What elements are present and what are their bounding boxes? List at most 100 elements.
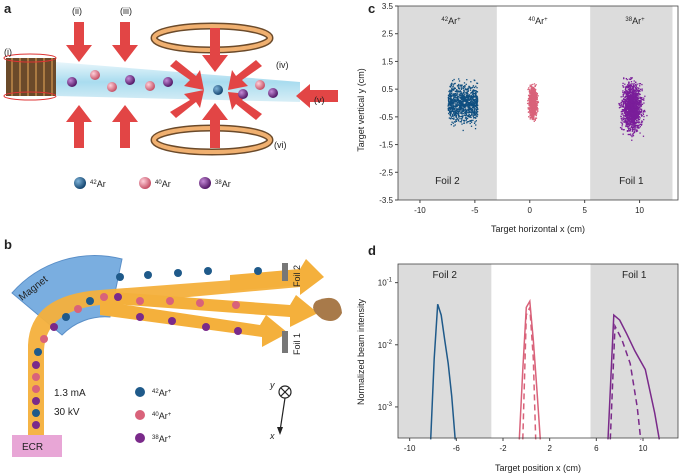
scatter-point <box>467 87 469 90</box>
scatter-point <box>464 88 467 90</box>
scatter-point <box>621 122 623 125</box>
scatter-point <box>448 93 450 96</box>
scatter-point <box>635 116 638 118</box>
scatter-point <box>471 113 473 115</box>
scatter-point <box>533 107 535 109</box>
scatter-point <box>630 99 632 102</box>
scatter-point <box>533 88 535 91</box>
scatter-point <box>634 89 637 91</box>
scatter-point <box>630 116 632 118</box>
scatter-point <box>470 105 472 107</box>
scatter-point <box>633 114 635 116</box>
scatter-point <box>621 119 623 121</box>
scatter-point <box>625 93 628 95</box>
scatter-point <box>464 100 466 102</box>
scatter-point <box>475 115 477 117</box>
scatter-point <box>632 129 634 131</box>
scatter-point <box>626 95 628 97</box>
scatter-point <box>528 88 530 91</box>
scatter-point <box>457 113 460 116</box>
scatter-point <box>455 116 457 118</box>
scatter-point <box>528 103 530 106</box>
scatter-point <box>623 121 626 123</box>
scatter-point <box>466 114 468 116</box>
panel-c-label: c <box>368 1 376 16</box>
scatter-point <box>635 109 637 111</box>
scatter-point <box>533 96 535 99</box>
scatter-point <box>470 96 472 98</box>
scatter-point <box>640 105 642 108</box>
scatter-point <box>621 109 624 111</box>
scatter-point <box>461 113 463 115</box>
scatter-point <box>638 107 641 109</box>
scatter-point <box>533 108 535 110</box>
scatter-point <box>630 119 632 121</box>
scatter-point <box>530 85 532 88</box>
scatter-point <box>472 94 474 96</box>
scatter-point <box>634 106 636 109</box>
scatter-point <box>463 112 466 114</box>
scatter-point <box>529 86 531 88</box>
scatter-point <box>462 110 464 113</box>
scatter-point <box>471 110 473 112</box>
scatter-point <box>453 99 455 102</box>
scatter-point <box>461 96 463 99</box>
scatter-point <box>475 124 477 126</box>
scatter-point <box>529 118 531 120</box>
coordinate-axes: y x <box>269 380 292 441</box>
scatter-point <box>532 83 534 86</box>
marker-iv: (iv) <box>276 60 289 70</box>
scatter-point <box>627 114 629 116</box>
scatter-point <box>629 110 632 113</box>
scatter-point <box>630 108 632 110</box>
scatter-point <box>472 111 474 113</box>
scatter-point <box>633 128 635 131</box>
scatter-point <box>468 102 470 104</box>
scatter-point <box>449 104 451 106</box>
scatter-point <box>467 93 469 95</box>
scatter-point <box>627 95 629 97</box>
scatter-point <box>528 107 531 109</box>
scatter-point <box>451 92 453 94</box>
scatter-point <box>466 96 468 98</box>
scatter-point <box>636 130 639 132</box>
scatter-point <box>451 117 454 120</box>
scatter-point <box>637 116 639 118</box>
scatter-point <box>453 121 456 123</box>
scatter-point <box>642 110 644 112</box>
scatter-point <box>476 101 478 103</box>
scatter-point <box>529 89 532 91</box>
scatter-point <box>638 109 640 111</box>
scatter-point <box>626 91 628 93</box>
scatter-point <box>628 118 630 120</box>
scatter-point <box>467 102 469 104</box>
scatter-point <box>531 95 533 97</box>
scatter-point <box>627 110 629 113</box>
scatter-point <box>629 111 632 114</box>
scatter-point <box>633 120 635 122</box>
scatter-point <box>466 88 468 91</box>
scatter-point <box>461 107 463 109</box>
scatter-point <box>454 124 456 126</box>
scatter-point <box>634 86 636 88</box>
scatter-point <box>476 105 478 107</box>
scatter-point <box>529 106 531 108</box>
scatter-point <box>637 115 640 117</box>
scatter-point <box>462 103 464 105</box>
scatter-point <box>623 98 625 100</box>
scatter-point <box>474 127 477 130</box>
scatter-point <box>459 112 461 114</box>
scatter-point <box>628 96 630 98</box>
scatter-point <box>464 114 466 116</box>
scatter-point <box>468 116 470 118</box>
scatter-point <box>625 110 628 112</box>
scatter-point <box>450 116 452 118</box>
scatter-point <box>638 113 641 115</box>
scatter-point <box>459 94 462 97</box>
scatter-point <box>620 117 622 120</box>
scatter-point <box>625 119 627 122</box>
scatter-point <box>468 107 470 110</box>
scatter-point <box>461 105 463 107</box>
scatter-point <box>465 105 467 107</box>
scatter-point <box>531 102 534 104</box>
